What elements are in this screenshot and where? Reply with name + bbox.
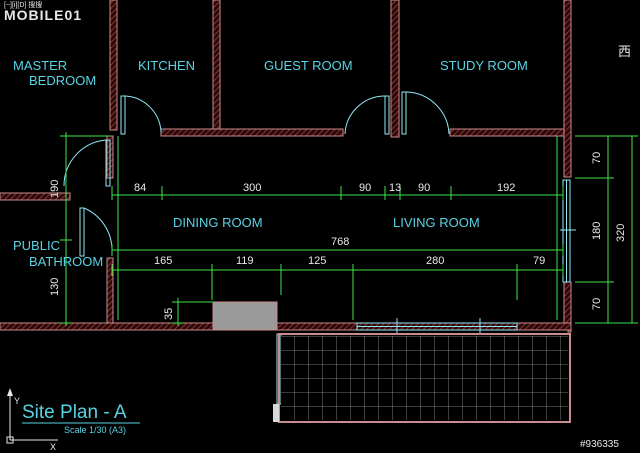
dim-192: 192	[497, 182, 515, 194]
wall-upper-horizontal-a	[160, 128, 344, 137]
dim-35: 35	[163, 308, 175, 320]
walls	[0, 0, 572, 333]
room-label-kitchen: KITCHEN	[138, 58, 195, 73]
room-label-dining-room: DINING ROOM	[173, 215, 263, 230]
wall-upper-horizontal-b	[449, 128, 565, 137]
wall-right-exterior	[563, 0, 572, 178]
dim-768: 768	[331, 236, 349, 248]
dimension-labels: 84 300 90 13 90 192 768 165 119 125 280 …	[49, 152, 627, 320]
plan-title: Site Plan - A	[22, 402, 127, 423]
watermark-side-char: 西	[618, 44, 631, 59]
dim-130: 130	[49, 278, 61, 296]
wall-bottom-horizontal	[0, 322, 572, 331]
room-label-bathroom: BATHROOM	[29, 254, 103, 269]
dim-165: 165	[154, 255, 172, 267]
room-label-guest-room: GUEST ROOM	[264, 58, 353, 73]
dim-70-bottom: 70	[591, 298, 603, 310]
watermark-logo: MOBILE01	[4, 7, 82, 23]
windows	[356, 179, 576, 334]
room-labels: MASTER BEDROOM KITCHEN GUEST ROOM STUDY …	[13, 58, 528, 269]
dim-320: 320	[615, 224, 627, 242]
dim-79: 79	[533, 255, 545, 267]
wall-kitchen-left	[109, 0, 118, 131]
room-label-study-room: STUDY ROOM	[440, 58, 528, 73]
dim-13: 13	[389, 182, 401, 194]
dim-90-a: 90	[359, 182, 371, 194]
room-label-master-2: BEDROOM	[29, 73, 96, 88]
room-label-master-1: MASTER	[13, 58, 67, 73]
dim-84: 84	[134, 182, 146, 194]
watermark-id: #936335	[580, 439, 619, 450]
wall-kitchen-right	[212, 0, 221, 131]
dim-70-top: 70	[591, 152, 603, 164]
watermark-small-text: [~][i][D] 搜搜	[4, 0, 42, 9]
watermarks: [~][i][D] 搜搜 MOBILE01 西 #936335	[4, 0, 631, 450]
plan-scale: Scale 1/30 (A3)	[64, 425, 126, 435]
wall-left-upper-horizontal	[0, 192, 71, 201]
balcony	[273, 333, 571, 423]
dim-125: 125	[308, 255, 326, 267]
dimension-lines	[60, 132, 638, 326]
dim-280: 280	[426, 255, 444, 267]
room-label-living-room: LIVING ROOM	[393, 215, 480, 230]
svg-text:X: X	[50, 442, 56, 452]
dim-190: 190	[49, 180, 61, 198]
dim-300: 300	[243, 182, 261, 194]
title-block: Site Plan - A Scale 1/30 (A3)	[22, 402, 140, 435]
dim-119: 119	[236, 255, 254, 267]
wall-exterior-right-outer	[567, 329, 572, 333]
dim-180: 180	[591, 222, 603, 240]
dim-90-b: 90	[418, 182, 430, 194]
svg-text:Y: Y	[14, 396, 20, 406]
wall-guest-right	[390, 0, 400, 138]
column-block	[212, 301, 278, 331]
room-label-public: PUBLIC	[13, 238, 60, 253]
ucs-icon: Y X	[6, 388, 58, 452]
